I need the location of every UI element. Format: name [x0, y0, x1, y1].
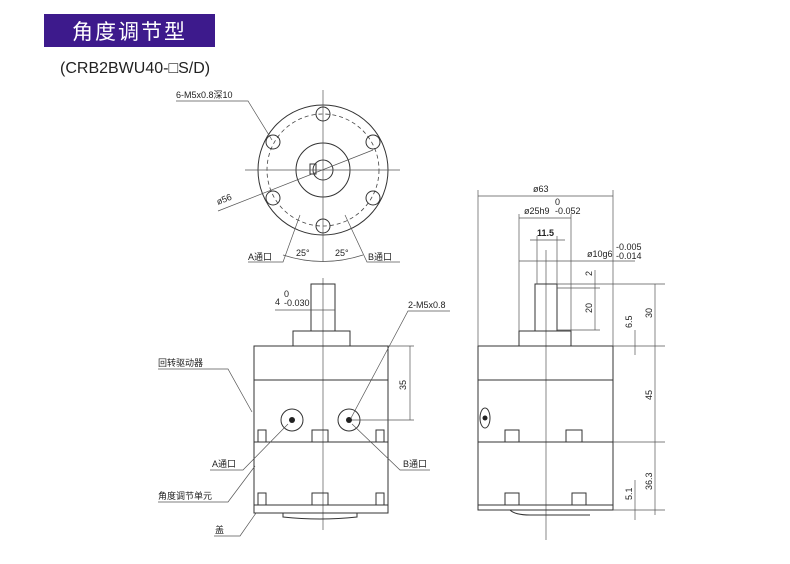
dim-36-3: 36.3	[644, 472, 654, 490]
flange	[518, 330, 572, 347]
angle-left: 25°	[296, 248, 310, 258]
body	[477, 345, 614, 511]
leader-line	[344, 214, 400, 263]
front-view: 4 0 -0.030 2-M5x0.8 35 回转驱动器 A通口 B通口 角度调…	[158, 278, 450, 537]
dim-dia-63: ø63	[533, 184, 549, 194]
dim-20: 20	[584, 303, 594, 313]
dim-5-1: 5.1	[624, 487, 634, 500]
dia-25-tol-upper: 0	[555, 197, 560, 207]
angle-unit-label: 角度调节单元	[158, 490, 212, 501]
leader-line	[350, 310, 450, 419]
model-number: (CRB2BWU40-□S/D)	[60, 60, 211, 77]
dim-35: 35	[398, 380, 408, 390]
port-icon	[479, 407, 491, 429]
rotary-actuator-label: 回转驱动器	[158, 357, 203, 368]
diameter-label: ø56	[215, 192, 233, 207]
port-a	[280, 408, 304, 432]
dim-45: 45	[644, 390, 654, 400]
dim-30: 30	[644, 308, 654, 318]
cover-shape	[282, 513, 358, 520]
dim-dia-10: ø10g6	[587, 249, 613, 259]
dim-6-5: 6.5	[624, 315, 634, 328]
angle-arc	[282, 254, 364, 262]
port-b-label: B通口	[368, 252, 392, 262]
angle-right: 25°	[335, 248, 349, 258]
dia-25-tol-lower: -0.052	[555, 206, 581, 216]
dim-11-5: 11.5	[537, 228, 554, 238]
shaft-tol-lower: -0.030	[284, 298, 310, 308]
key	[309, 163, 317, 175]
dimension-line	[217, 149, 374, 212]
leader-line	[176, 100, 273, 141]
shaft-tol-upper: 0	[284, 289, 289, 299]
dia-10-tol-upper: -0.005	[616, 242, 642, 252]
shaft-tolerance: 4	[275, 297, 280, 307]
top-view: 6-M5x0.8深10 ø56 A通口 B通口 25° 25°	[176, 90, 400, 263]
leader-line	[248, 214, 301, 263]
port-a-label: A通口	[248, 252, 272, 262]
cover-label: 盖	[215, 524, 224, 535]
body	[253, 345, 389, 514]
dia-10-tol-lower: -0.014	[616, 251, 642, 261]
bolt-holes	[265, 106, 381, 234]
port-b-label: B通口	[403, 459, 427, 469]
dim-2: 2	[584, 271, 594, 276]
thread-label: 6-M5x0.8深10	[176, 90, 233, 100]
port-a-label: A通口	[212, 459, 236, 469]
port-thread-label: 2-M5x0.8	[408, 300, 446, 310]
side-view: ø63 ø25h9 0 -0.052 11.5 ø10g6 -0.005 -0.…	[477, 184, 665, 540]
flange	[292, 330, 351, 347]
dim-dia-25: ø25h9	[524, 206, 550, 216]
section-title: 角度调节型	[44, 14, 215, 47]
